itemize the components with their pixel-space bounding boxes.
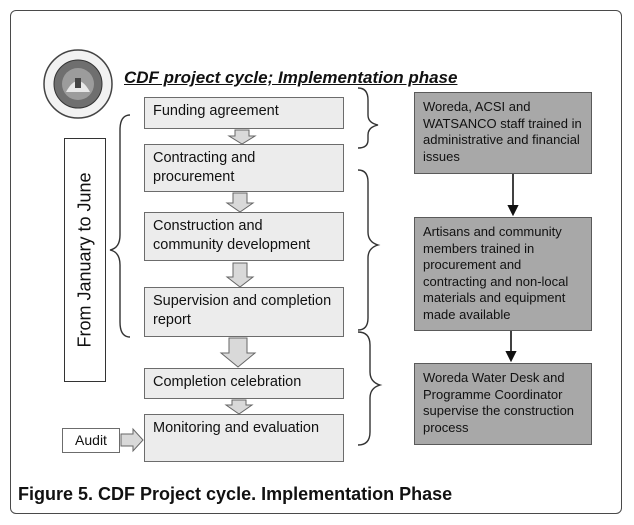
note-staff-training: Woreda, ACSI and WATSANCO staff trained …: [414, 92, 592, 174]
note-artisans-training: Artisans and community members trained i…: [414, 217, 592, 331]
down-arrow-icon: [225, 192, 255, 213]
step-supervision: Supervision and completion report: [144, 287, 344, 337]
right-braces: [357, 87, 383, 446]
step-contracting: Contracting and procurement: [144, 144, 344, 192]
brace-2: [357, 169, 381, 331]
logo-seal-icon: [43, 49, 113, 119]
step-monitoring: Monitoring and evaluation: [144, 414, 344, 462]
diagram-title: CDF project cycle; Implementation phase: [124, 68, 458, 87]
down-arrow-icon: [224, 399, 254, 415]
note-connectors: [505, 174, 519, 363]
down-arrow-icon: [219, 337, 257, 368]
flow-arrows: [219, 129, 257, 415]
down-arrow-icon: [225, 262, 255, 288]
period-label-box: From January to June: [64, 138, 106, 382]
down-arrow-icon: [227, 129, 257, 145]
audit-box: Audit: [62, 428, 120, 453]
step-completion-celebration: Completion celebration: [144, 368, 344, 399]
brace-1: [357, 87, 379, 149]
figure-caption: Figure 5. CDF Project cycle. Implementat…: [18, 484, 453, 504]
right-arrow-icon: [120, 427, 144, 453]
period-brace: [109, 114, 131, 338]
note-supervision: Woreda Water Desk and Programme Coordina…: [414, 363, 592, 445]
step-construction: Construction and community development: [144, 212, 344, 261]
brace-3: [357, 331, 383, 446]
step-funding-agreement: Funding agreement: [144, 97, 344, 129]
